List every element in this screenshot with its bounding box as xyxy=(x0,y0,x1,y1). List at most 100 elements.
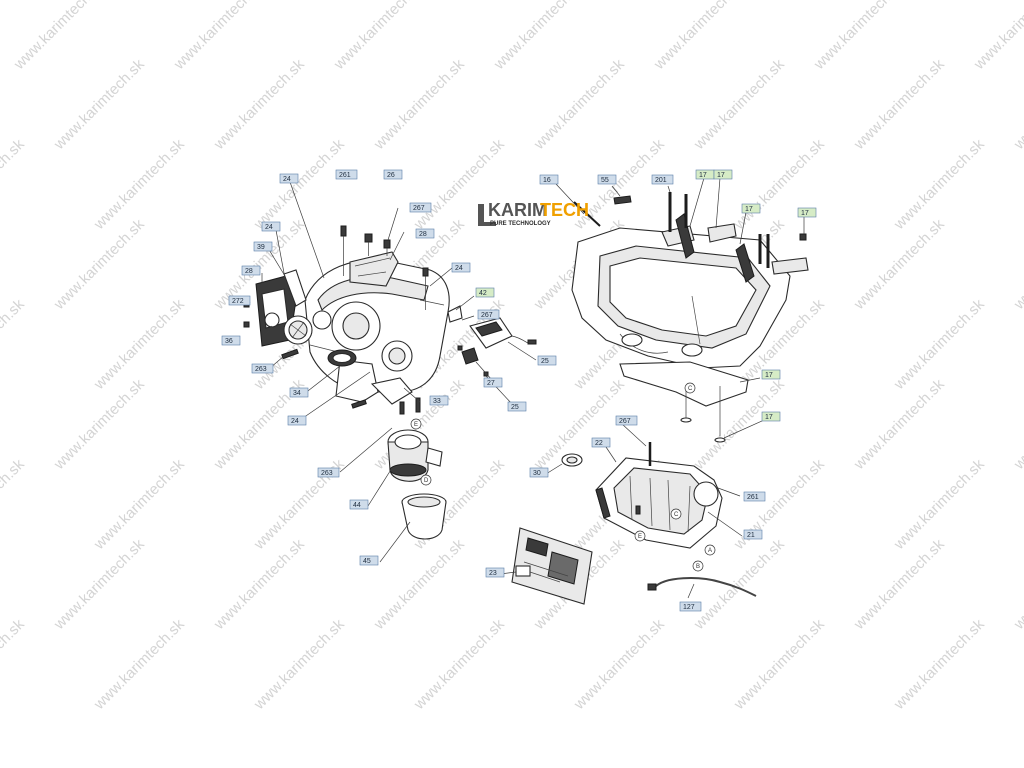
reference-circle xyxy=(420,474,432,486)
callout-42: 42 xyxy=(475,287,495,298)
callout-17: 17 xyxy=(797,207,817,218)
filter-cup-45 xyxy=(401,493,447,540)
base-plate xyxy=(619,361,749,407)
reference-mark-E: E xyxy=(410,418,422,430)
callout-label: 25 xyxy=(541,358,549,365)
leaders-left xyxy=(245,181,453,563)
watermark-text: www.karimtech.sk xyxy=(690,56,788,154)
chassis-frame-assembly xyxy=(555,177,809,443)
callout-label: 17 xyxy=(765,372,773,379)
callout-16: 16 xyxy=(539,174,559,185)
reference-mark-E: E xyxy=(634,530,646,542)
watermark-text: www.karimtech.sk xyxy=(1010,56,1024,154)
callout-22: 22 xyxy=(591,437,611,448)
watermark-text: www.karimtech.sk xyxy=(0,136,28,234)
callout-box xyxy=(251,363,274,374)
callout-24: 24 xyxy=(451,262,471,273)
karimtech-logo: KARIM TECH PURE TECHNOLOGY xyxy=(478,200,589,227)
lower-clip xyxy=(370,377,413,405)
housing-port-left xyxy=(312,310,332,330)
reference-label: E xyxy=(638,534,642,540)
callout-267: 267 xyxy=(409,202,432,213)
callout-label: 24 xyxy=(265,224,273,231)
callout-label: 30 xyxy=(533,470,541,477)
callout-box xyxy=(743,529,763,540)
watermark-text: www.karimtech.sk xyxy=(50,56,148,154)
watermark-text: www.karimtech.sk xyxy=(210,56,308,154)
callout-272: 272 xyxy=(228,295,251,306)
callout-box xyxy=(679,601,702,612)
callout-24: 24 xyxy=(261,221,281,232)
control-board-23 xyxy=(499,527,593,605)
callout-label: 263 xyxy=(255,366,267,373)
callout-label: 21 xyxy=(747,532,755,539)
watermark-text: www.karimtech.sk xyxy=(90,296,188,394)
callout-21: 21 xyxy=(743,529,763,540)
reference-label: A xyxy=(708,548,712,554)
callout-box xyxy=(317,467,340,478)
callout-label: 127 xyxy=(683,604,695,611)
reference-mark-layer: E D C E C AB xyxy=(410,382,716,572)
spacer-55 xyxy=(613,195,632,205)
callout-201: 201 xyxy=(651,174,674,185)
reference-label: C xyxy=(688,386,693,392)
callout-box xyxy=(597,174,617,185)
callout-box xyxy=(761,369,781,380)
bracket-17-c xyxy=(735,243,755,283)
callout-label: 16 xyxy=(543,177,551,184)
watermark-text: www.karimtech.sk xyxy=(250,136,348,234)
callout-box xyxy=(713,169,733,180)
reference-mark-D: D xyxy=(420,474,432,486)
callout-label: 17 xyxy=(801,210,809,217)
callout-box xyxy=(349,499,369,510)
callout-box xyxy=(429,395,449,406)
callout-box xyxy=(383,169,403,180)
watermark-text: www.karimtech.sk xyxy=(970,0,1024,74)
callout-box xyxy=(287,415,307,426)
callout-label: 24 xyxy=(455,265,463,272)
watermark-text: www.karimtech.sk xyxy=(370,56,468,154)
reference-mark-A: A xyxy=(704,544,716,556)
watermark-text: www.karimtech.sk xyxy=(10,0,108,74)
reference-mark-C: C xyxy=(670,508,682,520)
callout-263: 263 xyxy=(251,363,274,374)
clip-42 xyxy=(447,305,463,323)
callout-label: 39 xyxy=(257,244,265,251)
watermark-text: www.karimtech.sk xyxy=(890,456,988,554)
callout-17: 17 xyxy=(761,369,781,380)
reference-mark-C: C xyxy=(684,382,696,394)
callout-label: 272 xyxy=(232,298,244,305)
callout-261: 261 xyxy=(743,491,766,502)
callout-17: 17 xyxy=(741,203,761,214)
watermark-text: www.karimtech.sk xyxy=(0,616,28,714)
front-housing-assembly xyxy=(243,181,453,563)
callout-box xyxy=(253,241,273,252)
reference-label: C xyxy=(674,512,679,518)
callout-30: 30 xyxy=(529,467,549,478)
top-cover-28 xyxy=(349,251,399,287)
callout-box xyxy=(477,309,500,320)
reference-label: D xyxy=(424,478,429,484)
reference-mark-B: B xyxy=(692,560,704,572)
callout-box xyxy=(615,415,638,426)
side-gasket-39 xyxy=(283,269,307,307)
watermark-text: www.karimtech.sk xyxy=(810,0,908,74)
callout-45: 45 xyxy=(359,555,379,566)
callout-label: 33 xyxy=(433,398,441,405)
callout-box xyxy=(359,555,379,566)
callout-33: 33 xyxy=(429,395,449,406)
housing-port-right-inner xyxy=(388,347,406,365)
callout-box xyxy=(591,437,611,448)
callout-267: 267 xyxy=(615,415,638,426)
callout-label: 17 xyxy=(717,172,725,179)
bracket-17-e xyxy=(771,257,809,275)
watermark-text: www.karimtech.sk xyxy=(890,136,988,234)
watermark-text: www.karimtech.sk xyxy=(570,616,668,714)
callout-263: 263 xyxy=(317,467,340,478)
front-housing-shade xyxy=(317,276,429,311)
callout-label: 34 xyxy=(293,390,301,397)
callout-box xyxy=(241,265,261,276)
reference-label: E xyxy=(414,422,418,428)
watermark-text: www.karimtech.sk xyxy=(90,456,188,554)
